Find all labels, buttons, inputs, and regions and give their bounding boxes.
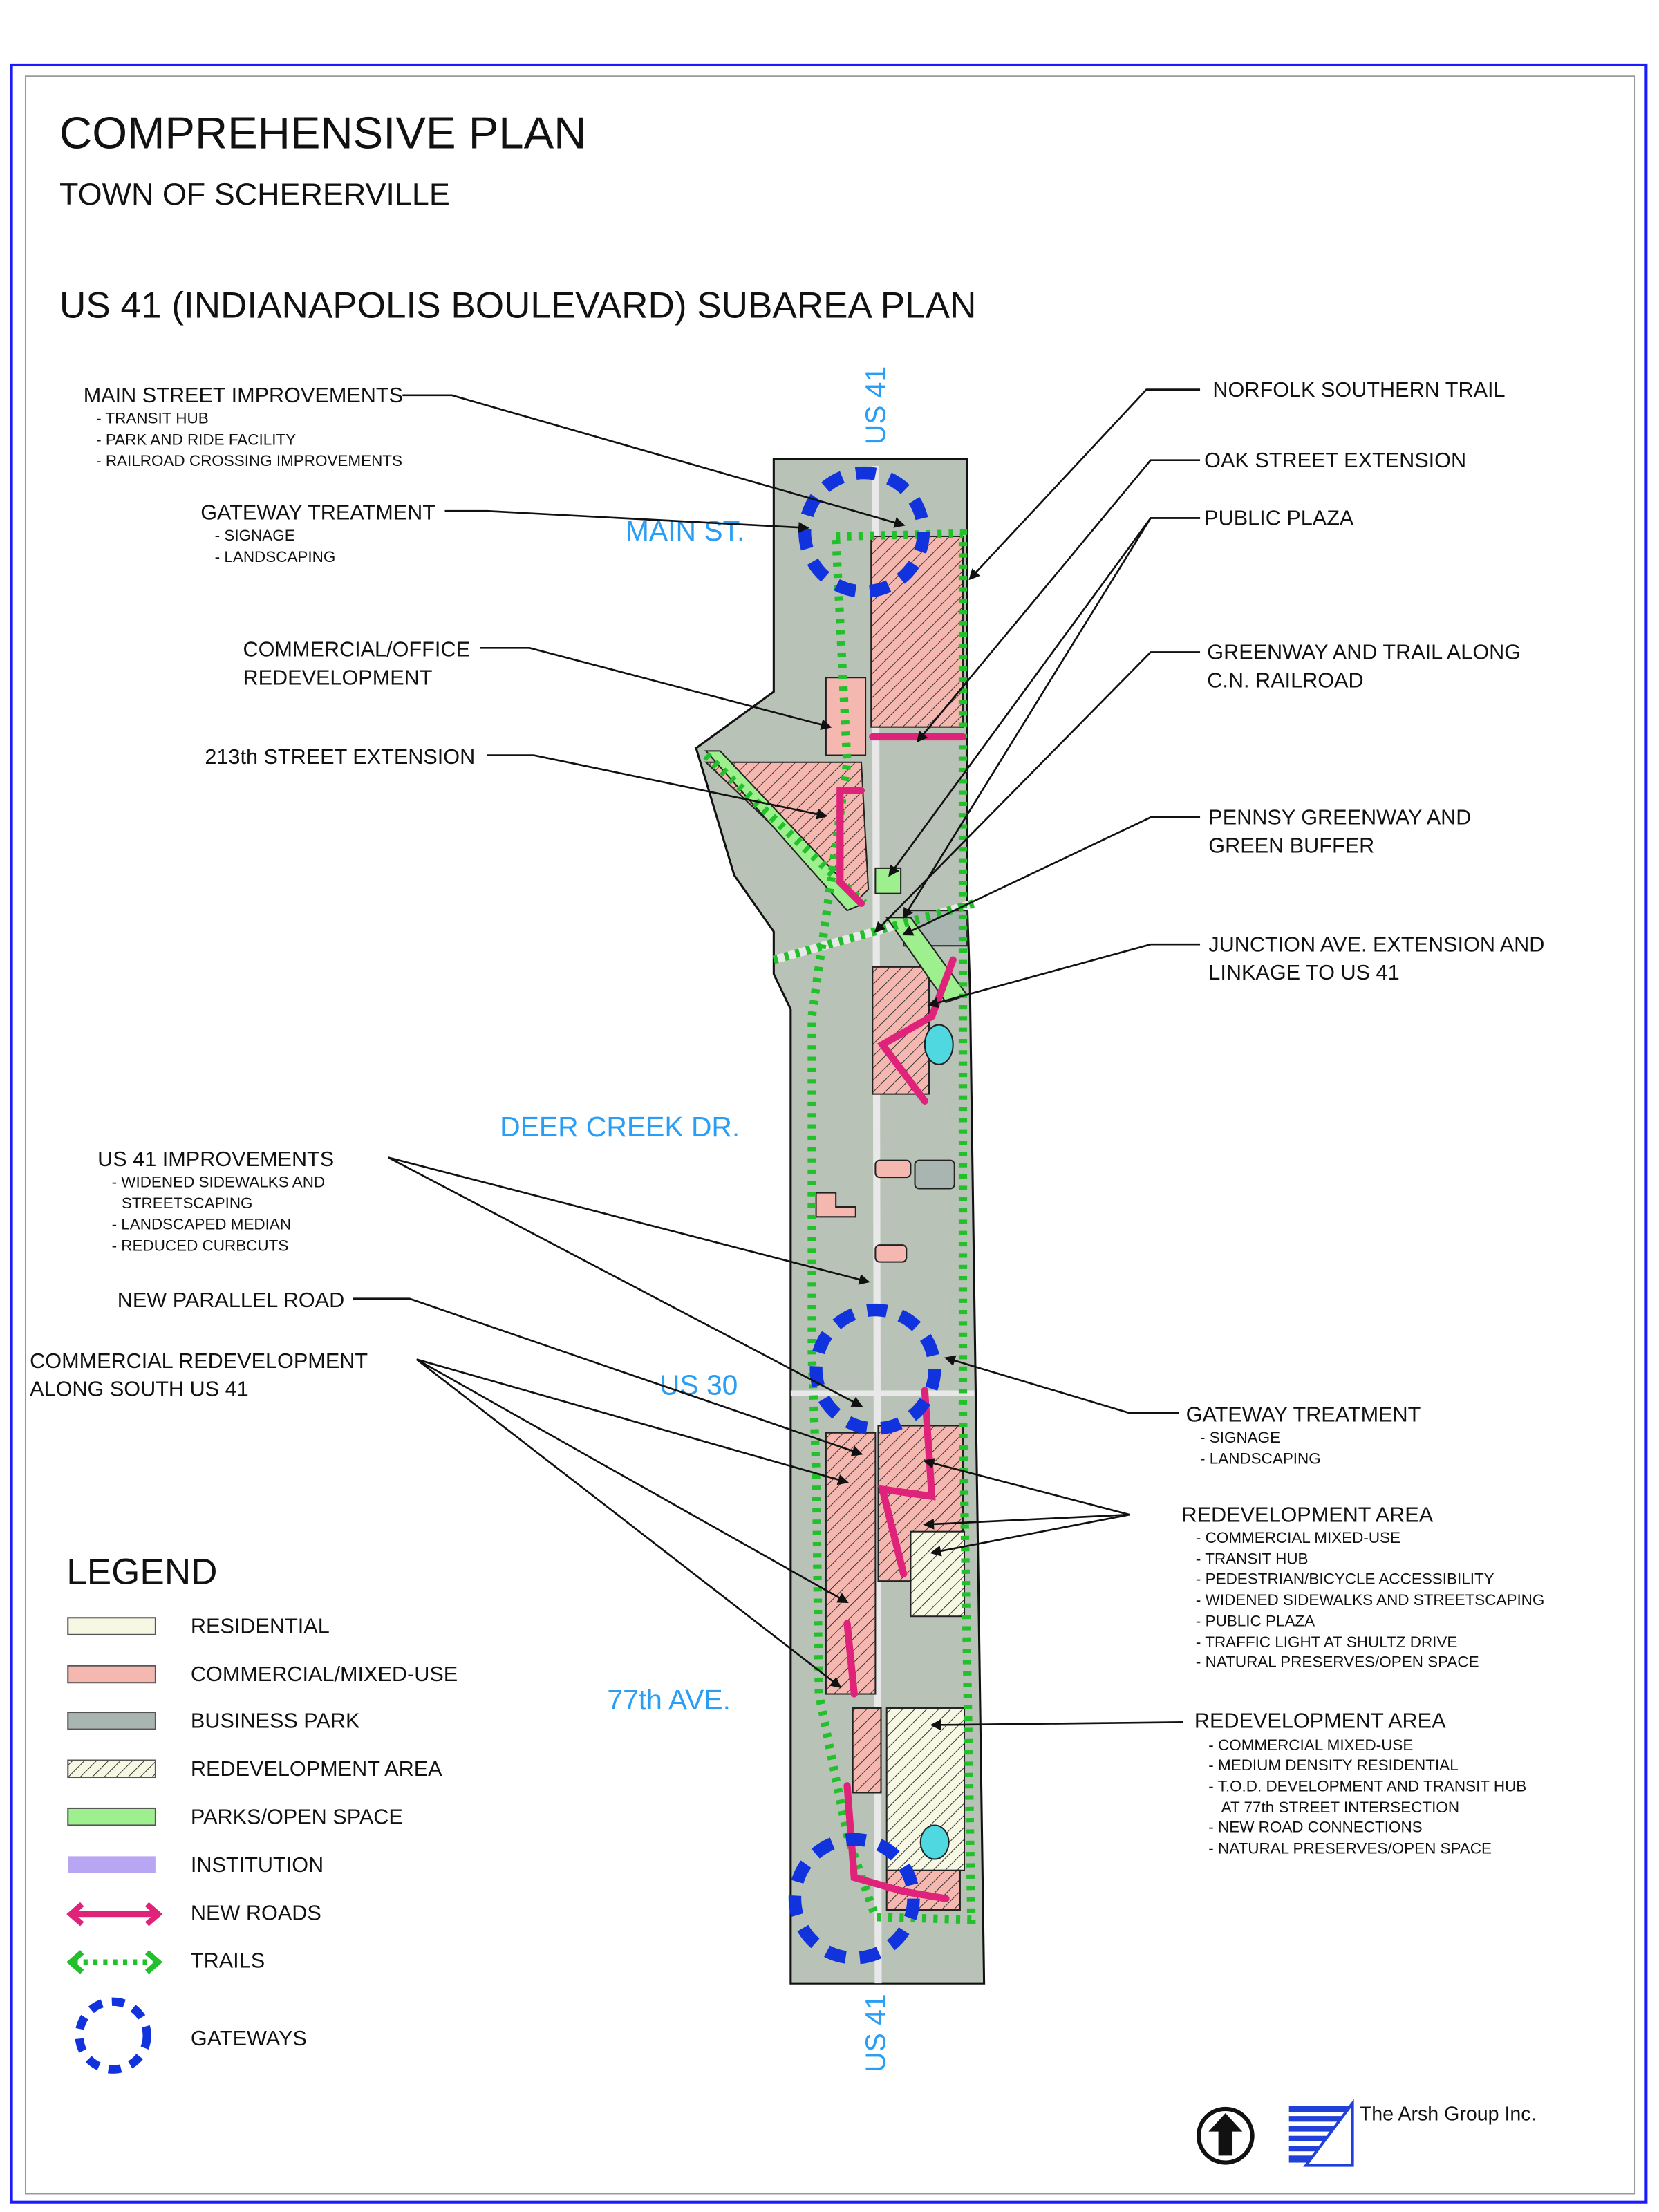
gateway-circle-icon <box>75 1997 151 2074</box>
leader-lines <box>353 388 1201 1731</box>
callout-item: - LANDSCAPING <box>1200 1450 1321 1468</box>
callout-item: - NATURAL PRESERVES/OPEN SPACE <box>1196 1653 1479 1671</box>
callout-item: - SIGNAGE <box>215 527 295 544</box>
residential-redevelopment <box>910 1530 966 1618</box>
callout-item: - TRANSIT HUB <box>1196 1550 1309 1568</box>
company-name: The Arsh Group Inc. <box>1360 2103 1537 2125</box>
callout-gateway-north: GATEWAY TREATMENT - SIGNAGE - LANDSCAPIN… <box>200 500 435 565</box>
callout-item: - LANDSCAPING <box>215 548 336 565</box>
page-subtitle: TOWN OF SCHERERVILLE <box>59 176 450 212</box>
redevelopment-area <box>870 535 964 728</box>
callout-commercial-office-2: REDEVELOPMENT <box>243 666 432 689</box>
callout-oak-street: OAK STREET EXTENSION <box>1204 449 1466 472</box>
inner-border <box>24 75 1636 2195</box>
label-us41-bottom: US 41 <box>860 1994 892 2072</box>
callout-item: - SIGNAGE <box>1200 1429 1280 1446</box>
callout-junction-2: LINKAGE TO US 41 <box>1208 961 1399 984</box>
callout-213th-street: 213th STREET EXTENSION <box>205 745 475 769</box>
callout-title: MAIN STREET IMPROVEMENTS <box>84 384 403 407</box>
legend-title: LEGEND <box>66 1551 217 1592</box>
callout-main-street: MAIN STREET IMPROVEMENTS - TRANSIT HUB -… <box>84 384 403 469</box>
swatch-parks <box>67 1807 156 1826</box>
trails <box>703 529 976 1924</box>
residential-redevelopment <box>885 1707 966 1871</box>
redevelopment-area <box>852 1707 882 1794</box>
callout-item: - PARK AND RIDE FACILITY <box>96 431 296 448</box>
legend-label: BUSINESS PARK <box>191 1709 360 1733</box>
callout-us41-improvements: US 41 IMPROVEMENTS - WIDENED SIDEWALKS A… <box>97 1147 334 1255</box>
callout-greenway-cn: GREENWAY AND TRAIL ALONG <box>1207 641 1521 664</box>
callout-item: - MEDIUM DENSITY RESIDENTIAL <box>1208 1756 1458 1774</box>
legend-label: INSTITUTION <box>191 1853 324 1877</box>
aerial-map <box>695 458 986 1985</box>
callout-item: - COMMERCIAL MIXED-USE <box>1208 1736 1413 1754</box>
callout-item: - TRAFFIC LIGHT AT SHULTZ DRIVE <box>1196 1633 1457 1651</box>
callout-item: - WIDENED SIDEWALKS AND <box>112 1173 326 1190</box>
callout-title: GATEWAY TREATMENT <box>200 500 435 524</box>
legend: LEGEND RESIDENTIAL COMMERCIAL/MIXED-USE … <box>66 1551 458 2074</box>
callout-commercial-office: COMMERCIAL/OFFICE <box>243 638 469 662</box>
callout-item: - NEW ROAD CONNECTIONS <box>1208 1819 1422 1836</box>
callout-norfolk-trail: NORFOLK SOUTHERN TRAIL <box>1212 378 1505 402</box>
callout-item: - TRANSIT HUB <box>96 410 209 427</box>
label-main-st: MAIN ST. <box>626 515 744 547</box>
outer-border <box>10 63 1648 2204</box>
commercial-area <box>874 1159 912 1179</box>
callout-title: US 41 IMPROVEMENTS <box>97 1147 334 1171</box>
callout-item: - REDUCED CURBCUTS <box>112 1237 289 1254</box>
callout-junction: JUNCTION AVE. EXTENSION AND <box>1208 932 1544 956</box>
legend-label: PARKS/OPEN SPACE <box>191 1805 403 1828</box>
callout-commercial-south: COMMERCIAL REDEVELOPMENT <box>30 1349 368 1373</box>
callout-pennsy: PENNSY GREENWAY AND <box>1208 806 1471 830</box>
callout-item: - T.O.D. DEVELOPMENT AND TRANSIT HUB <box>1208 1777 1526 1794</box>
swatch-business-park <box>67 1712 156 1730</box>
label-us30: US 30 <box>659 1369 738 1401</box>
callout-commercial-south-2: ALONG SOUTH US 41 <box>30 1378 249 1401</box>
callout-item: AT 77th STREET INTERSECTION <box>1221 1799 1459 1816</box>
callout-title: REDEVELOPMENT AREA <box>1182 1503 1434 1526</box>
legend-label: NEW ROADS <box>191 1901 321 1924</box>
callout-item: - WIDENED SIDEWALKS AND STREETSCAPING <box>1196 1591 1544 1609</box>
swatch-residential <box>67 1617 156 1635</box>
callout-pennsy-2: GREEN BUFFER <box>1208 834 1374 857</box>
callout-public-plaza: PUBLIC PLAZA <box>1204 507 1354 530</box>
label-77th-ave: 77th AVE. <box>607 1684 731 1716</box>
commercial-area <box>874 1244 908 1263</box>
legend-label: RESIDENTIAL <box>191 1615 330 1638</box>
label-deer-creek: DEER CREEK DR. <box>500 1111 740 1143</box>
plan-title: US 41 (INDIANAPOLIS BOULEVARD) SUBAREA P… <box>59 285 976 326</box>
label-us41-top: US 41 <box>860 366 892 444</box>
callout-item: - NATURAL PRESERVES/OPEN SPACE <box>1208 1839 1492 1857</box>
swatch-redevelopment <box>67 1759 156 1779</box>
north-arrow-icon <box>1196 2106 1255 2165</box>
callout-redevelopment-2: REDEVELOPMENT AREA - COMMERCIAL MIXED-US… <box>1194 1709 1526 1857</box>
legend-label: REDEVELOPMENT AREA <box>191 1757 442 1781</box>
callout-gateway-south: GATEWAY TREATMENT - SIGNAGE - LANDSCAPIN… <box>1186 1403 1421 1467</box>
legend-label: TRAILS <box>191 1949 265 1973</box>
callout-item: - COMMERCIAL MIXED-USE <box>1196 1529 1400 1546</box>
callout-item: - RAILROAD CROSSING IMPROVEMENTS <box>96 452 402 469</box>
pond <box>924 1024 954 1065</box>
callout-redevelopment-1: REDEVELOPMENT AREA - COMMERCIAL MIXED-US… <box>1182 1503 1545 1670</box>
legend-label: GATEWAYS <box>191 2027 307 2050</box>
swatch-institution <box>68 1856 156 1873</box>
callout-item: - LANDSCAPED MEDIAN <box>112 1216 292 1233</box>
callout-greenway-cn-2: C.N. RAILROAD <box>1207 669 1363 693</box>
pond <box>919 1824 950 1860</box>
new-roads-arrow-icon <box>66 1902 163 1927</box>
callout-item: STREETSCAPING <box>122 1194 253 1212</box>
callout-item: - PEDESTRIAN/BICYCLE ACCESSIBILITY <box>1196 1570 1494 1587</box>
callout-title: REDEVELOPMENT AREA <box>1194 1709 1446 1733</box>
trails-arrow-icon <box>66 1950 163 1974</box>
legend-label: COMMERCIAL/MIXED-USE <box>191 1662 458 1686</box>
callout-title: GATEWAY TREATMENT <box>1186 1403 1421 1426</box>
public-plaza <box>874 867 902 894</box>
swatch-commercial <box>67 1665 156 1684</box>
new-roads <box>836 733 967 1902</box>
callout-item: - PUBLIC PLAZA <box>1196 1613 1315 1630</box>
business-park-area <box>914 1159 955 1190</box>
callout-parallel-road: NEW PARALLEL ROAD <box>118 1288 344 1312</box>
page-title: COMPREHENSIVE PLAN <box>59 107 586 158</box>
arsh-group-logo: The Arsh Group Inc. <box>1288 2099 1537 2167</box>
